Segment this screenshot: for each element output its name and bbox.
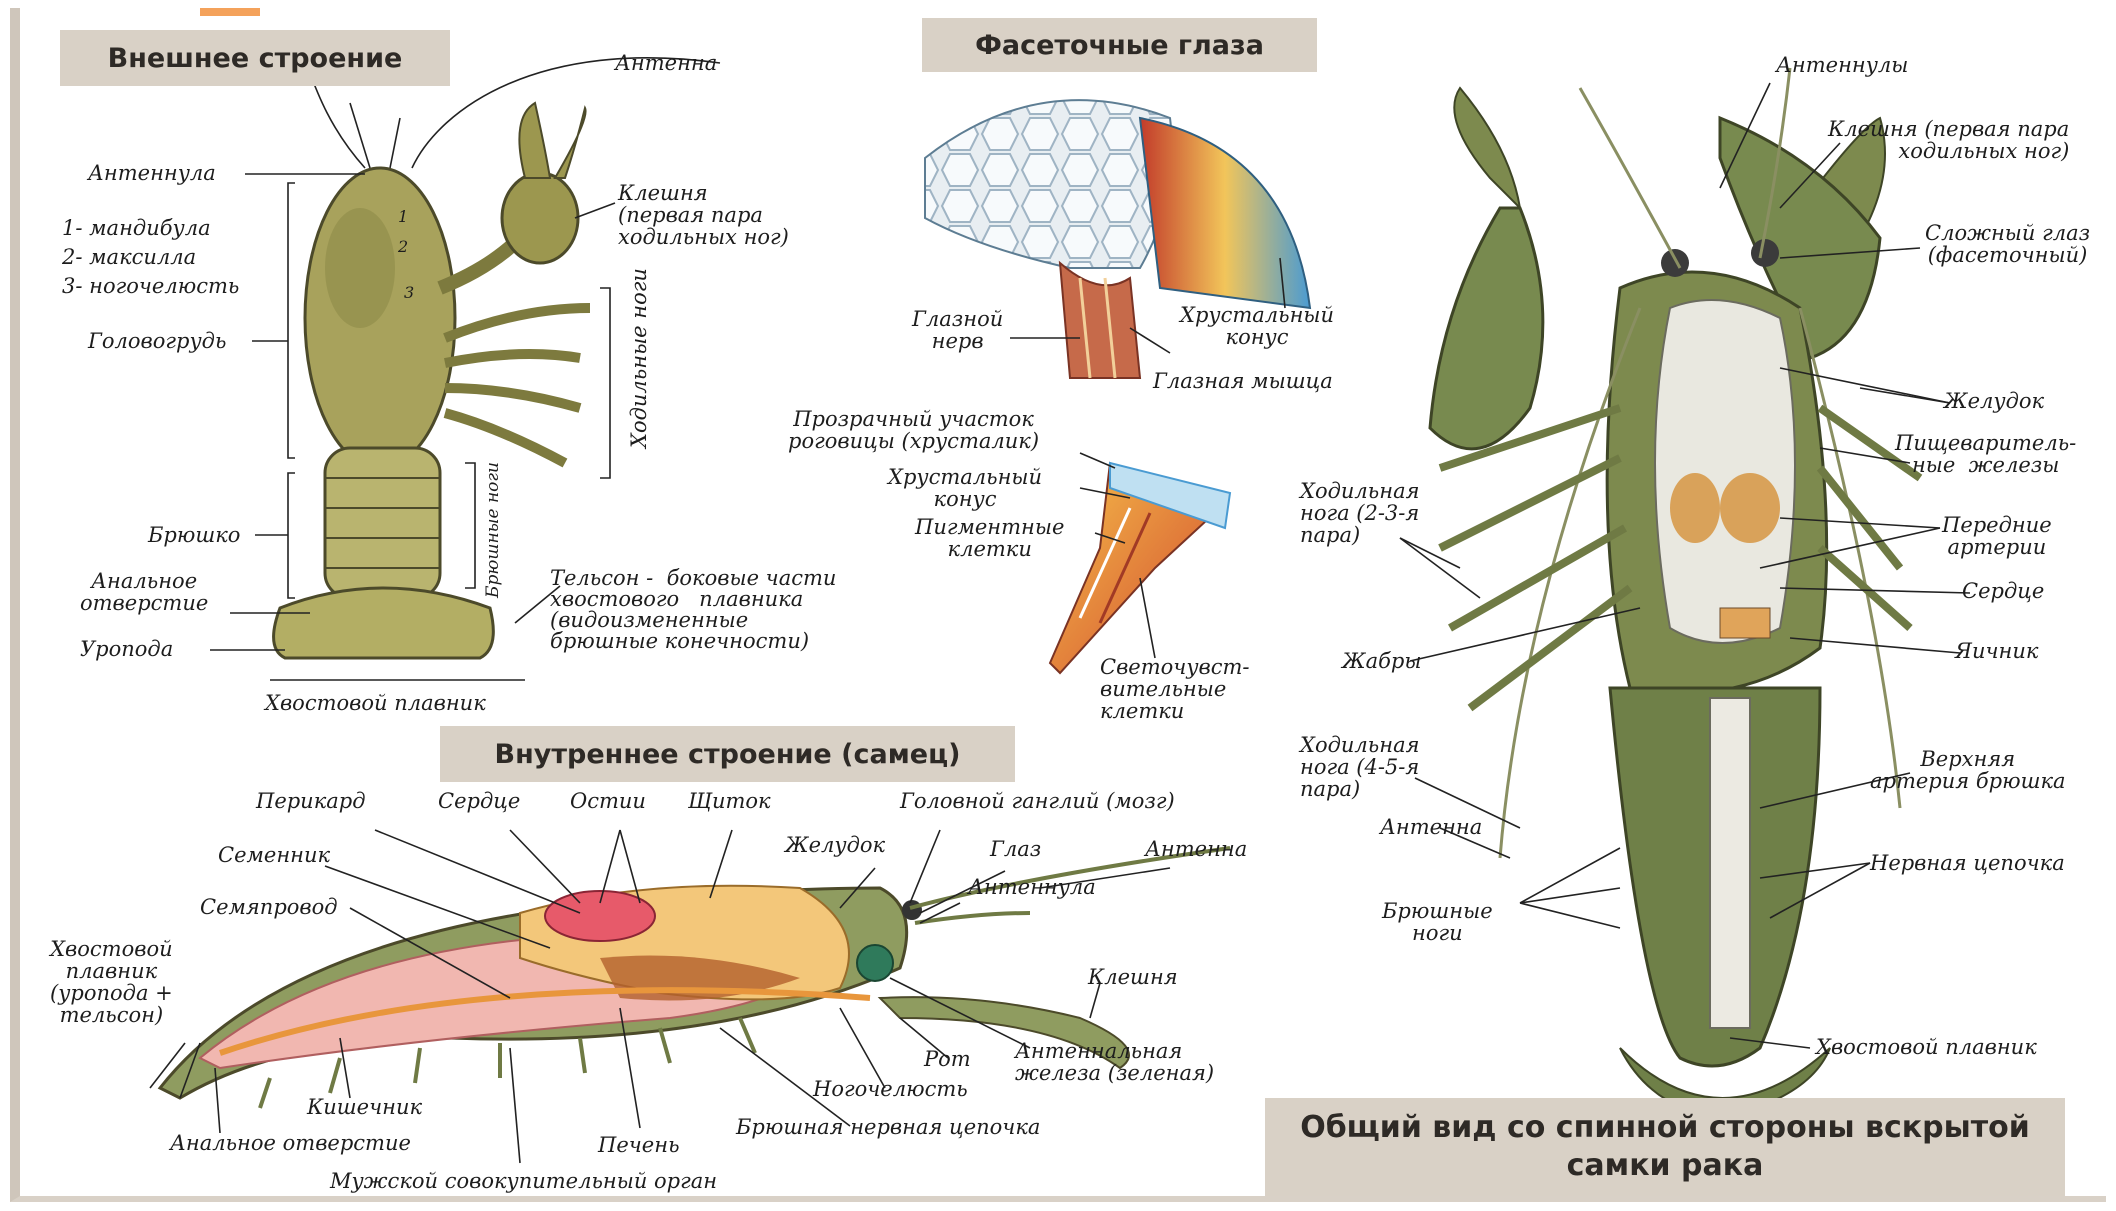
label-tail-fin-dorsal: Хвостовой плавник: [1816, 1036, 2037, 1058]
label-swimmerets: Брюшные ноги: [1382, 900, 1493, 944]
figure-frame: Внешнее строение Фасеточные глаза Внутре…: [10, 8, 2106, 1202]
label-eye-muscle: Глазная мышца: [1153, 370, 1333, 392]
dorsal-view-illustration: [1400, 68, 1970, 1118]
label-intestine: Кишечник: [307, 1096, 422, 1118]
label-antennula: Антеннула: [88, 162, 216, 184]
label-copulatory-organ: Мужской совокупительный орган: [330, 1170, 717, 1192]
label-cephalothorax: Головогрудь: [88, 330, 226, 352]
label-mouthparts: 1- мандибула 2- максилла 3- ногочелюсть: [62, 214, 239, 301]
label-shield: Щиток: [688, 790, 771, 812]
label-optic-nerve: Глазной нерв: [912, 308, 1003, 352]
label-ovary: Яичник: [1955, 640, 2038, 662]
label-pericardium: Перикард: [256, 790, 366, 812]
internal-structure-title: Внутреннее строение (самец): [440, 726, 1015, 782]
label-maxilliped: Ногочелюсть: [813, 1078, 968, 1100]
label-swimming-legs: Брюшные ноги: [482, 462, 504, 598]
label-crystal-cone-2: Хрустальный конус: [888, 466, 1042, 510]
label-testis: Семенник: [218, 844, 330, 866]
general-view-title: Общий вид со спинной стороны вскрытой са…: [1265, 1098, 2065, 1196]
external-structure-title: Внешнее строение: [60, 30, 450, 86]
label-anterior-arteries: Передние артерии: [1942, 514, 2052, 558]
label-antenna-dorsal: Антенна: [1380, 816, 1482, 838]
label-ostia: Остии: [570, 790, 646, 812]
label-claw-internal: Клешня: [1088, 966, 1178, 988]
label-antenna: Антенна: [615, 52, 717, 74]
label-mouth: Рот: [924, 1048, 971, 1070]
label-claw-dorsal: Клешня (первая пара ходильных ног): [1828, 118, 2069, 162]
label-anal-opening: Анальное отверстие: [80, 570, 208, 614]
label-antennules: Антеннулы: [1776, 54, 1908, 76]
label-anal-opening-internal: Анальное отверстие: [170, 1132, 411, 1154]
label-antennal-gland: Антеннальная железа (зеленая): [1015, 1040, 1214, 1084]
label-vas-deferens: Семяпровод: [200, 896, 338, 918]
label-walking-leg-23: Ходильная нога (2-3-я пара): [1300, 480, 1420, 546]
label-ganglion: Головной ганглий (мозг): [900, 790, 1175, 812]
label-abdomen: Брюшко: [148, 524, 240, 546]
label-nerve-chain: Нервная цепочка: [1870, 852, 2065, 874]
label-stomach: Желудок: [785, 834, 885, 856]
label-telson: Тельсон - боковые части хвостового плавн…: [550, 568, 836, 652]
label-uropod: Уропода: [80, 638, 173, 660]
illustration-layer: [20, 8, 2106, 1202]
label-eye: Глаз: [990, 838, 1041, 860]
label-gills: Жабры: [1342, 650, 1421, 672]
label-nerve-cord: Брюшная нервная цепочка: [736, 1116, 1040, 1138]
compound-eyes-title: Фасеточные глаза: [922, 18, 1317, 72]
label-heart-dorsal: Сердце: [1962, 580, 2044, 602]
label-num1: 1: [398, 206, 408, 228]
label-crystal-cone: Хрустальный конус: [1180, 304, 1334, 348]
label-num2: 2: [398, 236, 408, 258]
label-abdominal-artery: Верхняя артерия брюшка: [1870, 748, 2066, 792]
label-heart: Сердце: [438, 790, 520, 812]
label-walking-legs: Ходильные ноги: [628, 268, 650, 448]
label-claw: Клешня (первая пара ходильных ног): [618, 182, 789, 248]
label-photoreceptor-cells: Светочувст- вительные клетки: [1100, 656, 1250, 722]
label-num3: 3: [404, 282, 414, 304]
label-cornea: Прозрачный участок роговицы (хрусталик): [788, 408, 1039, 452]
label-tail-fin: Хвостовой плавник: [265, 692, 486, 714]
label-digestive-glands: Пищеваритель- ные железы: [1895, 432, 2076, 476]
label-stomach-dorsal: Желудок: [1944, 390, 2044, 412]
label-liver: Печень: [598, 1134, 680, 1156]
label-antennula-internal: Антеннула: [968, 876, 1096, 898]
label-walking-leg-45: Ходильная нога (4-5-я пара): [1300, 734, 1420, 800]
label-tail-fin-internal: Хвостовой плавник (уропода + тельсон): [50, 938, 173, 1026]
label-compound-eye: Сложный глаз (фасеточный): [1925, 222, 2090, 266]
label-antenna-internal: Антенна: [1145, 838, 1247, 860]
label-pigment-cells: Пигментные клетки: [915, 516, 1064, 560]
